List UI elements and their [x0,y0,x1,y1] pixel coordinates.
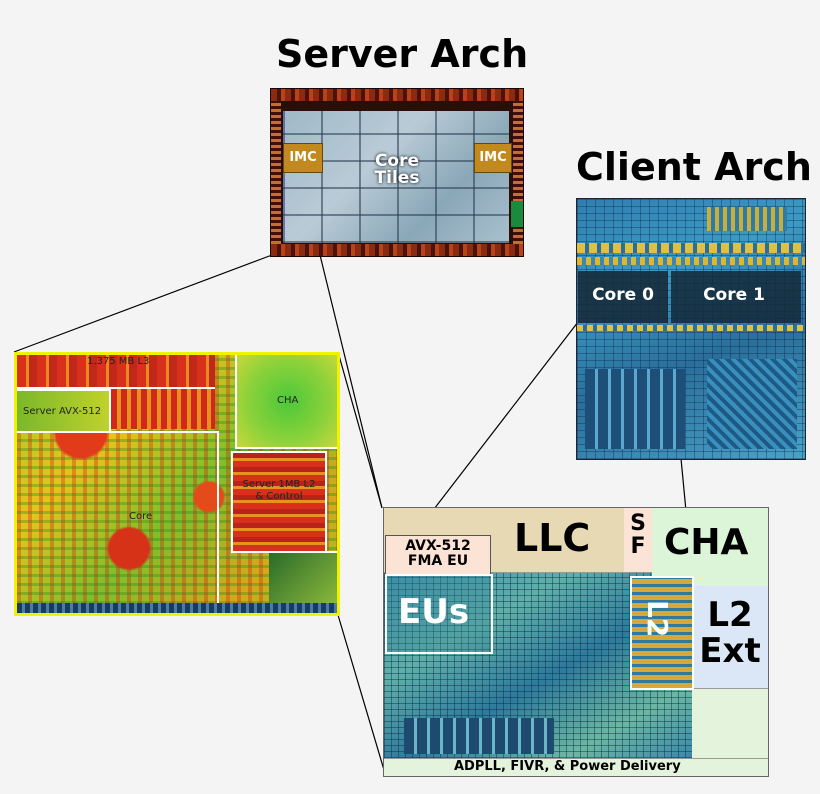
server-die: IMC IMC Core Tiles [270,88,524,257]
l2-label: L2 [641,600,674,638]
avx512-fma-label: AVX-512 FMA EU [405,538,471,570]
core-region [17,431,219,605]
l2-ext-label: L2 Ext [699,595,761,671]
power-delivery-region [384,758,768,776]
l2-ext-region [692,586,768,689]
server-arch-title: Server Arch [276,32,529,76]
core-zoom-panel: LLC AVX-512 FMA EU S F CHA L2 Ext L2 EUs… [383,507,769,777]
avx512-label: Server AVX-512 [23,406,102,417]
cha-block-label: CHA [664,522,749,563]
l2-region [630,576,694,690]
llc-label: LLC [514,516,591,560]
tile-zoom-panel: 1.375 MB L3 Server AVX-512 CHA Core Serv… [14,352,340,616]
client-arch-title: Client Arch [576,145,812,189]
client-die: Core 0 Core 1 [576,198,806,460]
core0-block: Core 0 [578,271,668,323]
imc-right-label: IMC [479,150,507,165]
l3-region [17,355,215,389]
core1-block: Core 1 [671,271,801,323]
power-delivery-label: ADPLL, FIVR, & Power Delivery [454,759,681,774]
imc-left-label: IMC [289,150,317,165]
l2-control-label: Server 1MB L2 & Control [242,479,316,502]
imc-left-block: IMC [283,143,323,173]
sf-label: S F [630,511,646,560]
core-tiles-grid [283,111,509,243]
core-tiles-label: Core Tiles [374,151,420,188]
l3-label: 1.375 MB L3 [87,356,150,367]
core1-label: Core 1 [703,285,765,305]
cha-region [235,355,337,449]
core-label: Core [129,511,153,522]
imc-right-block: IMC [474,143,512,173]
cha-label: CHA [277,395,299,406]
sf-region [624,508,653,573]
eus-region [385,574,493,654]
l2-control-region [231,451,327,553]
eus-label: EUs [398,592,470,632]
core0-label: Core 0 [592,285,654,305]
